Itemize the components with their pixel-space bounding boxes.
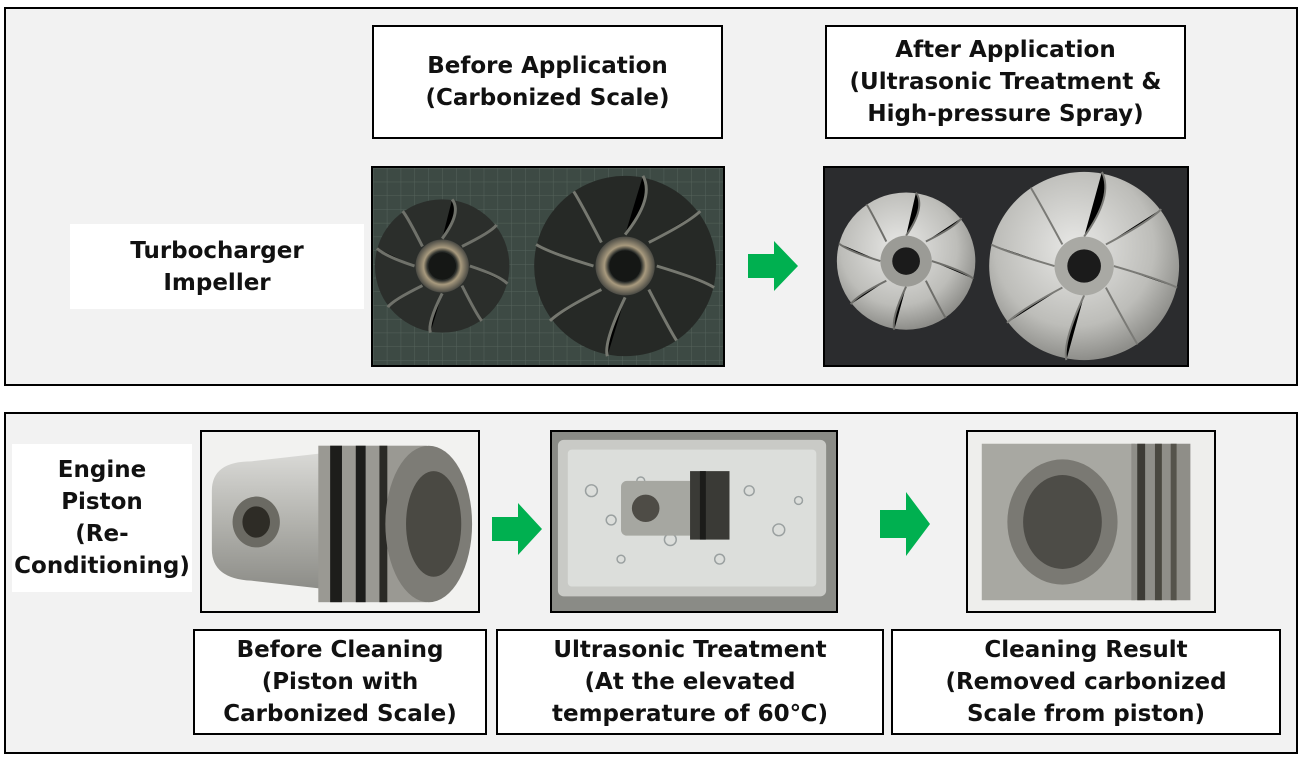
right-arrow-icon <box>492 503 542 555</box>
ultrasonic-treatment-text: Ultrasonic Treatment (At the elevated te… <box>552 637 828 727</box>
before-cleaning-text: Before Cleaning (Piston with Carbonized … <box>223 637 457 727</box>
ultrasonic-treatment-caption: Ultrasonic Treatment (At the elevated te… <box>496 629 884 735</box>
right-arrow-icon <box>880 492 930 556</box>
cleaning-result-text: Cleaning Result (Removed carbonized Scal… <box>945 637 1227 727</box>
right-arrow-icon <box>748 241 798 291</box>
piston-result-photo <box>966 430 1216 613</box>
ultrasonic-tank-photo <box>550 430 838 613</box>
before-application-title: Before Application (Carbonized Scale) <box>372 25 723 139</box>
engine-piston-label: Engine Piston (Re- Conditioning) <box>12 444 192 592</box>
before-application-text: Before Application (Carbonized Scale) <box>425 53 670 111</box>
before-cleaning-caption: Before Cleaning (Piston with Carbonized … <box>193 629 487 735</box>
engine-piston-text: Engine Piston (Re- Conditioning) <box>14 457 190 579</box>
after-application-title: After Application (Ultrasonic Treatment … <box>825 25 1186 139</box>
piston-before-photo <box>200 430 480 613</box>
turbocharger-impeller-label: Turbocharger Impeller <box>70 224 364 309</box>
cleaning-result-caption: Cleaning Result (Removed carbonized Scal… <box>891 629 1281 735</box>
impeller-before-photo <box>371 166 725 367</box>
after-application-text: After Application (Ultrasonic Treatment … <box>849 37 1162 127</box>
impeller-after-photo <box>823 166 1189 367</box>
turbocharger-impeller-text: Turbocharger Impeller <box>130 237 304 296</box>
